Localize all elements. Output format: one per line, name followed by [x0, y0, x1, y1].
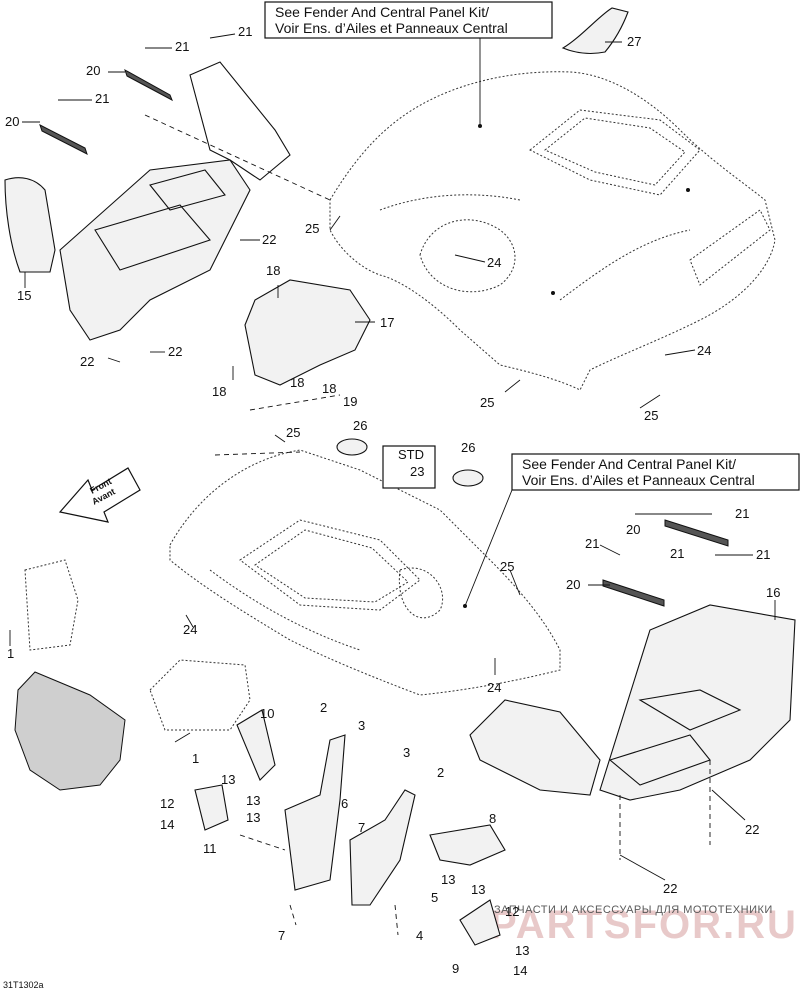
callout-20: 20: [566, 577, 580, 592]
callout-13: 13: [471, 882, 485, 897]
std-label: STD: [398, 447, 424, 462]
callout-21: 21: [238, 24, 252, 39]
callout-21: 21: [735, 506, 749, 521]
callout-21: 21: [585, 536, 599, 551]
seat-cushion-part: [561, 7, 629, 54]
rack-bracket-part: [244, 279, 371, 386]
kit-note-bottom-line1: See Fender And Central Panel Kit/: [522, 456, 736, 472]
callout-18: 18: [290, 375, 304, 390]
callout-1: 1: [192, 751, 199, 766]
cap-26-right: [452, 469, 484, 487]
rear-fender-outline: [329, 71, 776, 391]
front-support-brackets: [194, 709, 506, 946]
callout-12: 12: [160, 796, 174, 811]
callout-26: 26: [461, 440, 475, 455]
callout-27: 27: [627, 34, 641, 49]
callout-18: 18: [212, 384, 226, 399]
right-footrest-assembly: [469, 519, 796, 801]
callout-20: 20: [86, 63, 100, 78]
cap-26-left: [336, 438, 368, 456]
kit-note-bottom: See Fender And Central Panel Kit/ Voir E…: [464, 453, 800, 607]
callout-25: 25: [644, 408, 658, 423]
callout-13: 13: [441, 872, 455, 887]
callout-18: 18: [266, 263, 280, 278]
callout-1: 1: [7, 646, 14, 661]
callout-22: 22: [168, 344, 182, 359]
callout-14: 14: [160, 817, 174, 832]
callout-10: 10: [260, 706, 274, 721]
leader-lines: [9, 33, 776, 936]
callout-13: 13: [246, 793, 260, 808]
callout-8: 8: [489, 811, 496, 826]
callout-13: 13: [515, 943, 529, 958]
callout-14: 14: [513, 963, 527, 978]
callout-22: 22: [262, 232, 276, 247]
front-fender-outline: [169, 449, 561, 696]
callout-15: 15: [17, 288, 31, 303]
callout-24: 24: [487, 680, 501, 695]
callout-23: 23: [410, 464, 424, 479]
callout-2: 2: [320, 700, 327, 715]
callout-9: 9: [452, 961, 459, 976]
callout-25: 25: [286, 425, 300, 440]
callout-11: 11: [203, 841, 217, 856]
watermark: PARTSFOR.RU ЗАПЧАСТИ И АКСЕССУАРЫ ДЛЯ МО…: [490, 903, 798, 947]
callout-22: 22: [745, 822, 759, 837]
callout-17: 17: [380, 315, 394, 330]
callout-22: 22: [663, 881, 677, 896]
callout-21: 21: [670, 546, 684, 561]
callout-6: 6: [341, 796, 348, 811]
callout-24: 24: [183, 622, 197, 637]
callout-18: 18: [322, 381, 336, 396]
callout-21: 21: [95, 91, 109, 106]
std-box: STD: [382, 445, 436, 489]
callout-21: 21: [756, 547, 770, 562]
callout-4: 4: [416, 928, 423, 943]
callout-20: 20: [5, 114, 19, 129]
watermark-tagline: ЗАПЧАСТИ И АКСЕССУАРЫ ДЛЯ МОТОТЕХНИКИ: [494, 904, 773, 916]
kit-note-top-line1: See Fender And Central Panel Kit/: [275, 4, 489, 20]
left-footrest-assembly: [4, 61, 291, 341]
watermark-brand: PARTSFOR.RU: [490, 903, 798, 947]
callout-3: 3: [403, 745, 410, 760]
callout-13: 13: [246, 810, 260, 825]
callout-24: 24: [697, 343, 711, 358]
front-grille-assembly: [14, 559, 251, 791]
callout-25: 25: [305, 221, 319, 236]
kit-note-top: See Fender And Central Panel Kit/ Voir E…: [264, 1, 553, 126]
callout-12: 12: [505, 904, 519, 919]
callout-3: 3: [358, 718, 365, 733]
diagram-code: 31T1302a: [3, 980, 44, 990]
callout-24: 24: [487, 255, 501, 270]
kit-note-top-line2: Voir Ens. d’Ailes et Panneaux Central: [275, 20, 508, 36]
callout-labels: 21 21 21 20 20 27 15 22 22 22 25 24 18 1…: [5, 24, 780, 978]
kit-note-bottom-line2: Voir Ens. d’Ailes et Panneaux Central: [522, 472, 755, 488]
callout-16: 16: [766, 585, 780, 600]
callout-25: 25: [500, 559, 514, 574]
callout-13: 13: [221, 772, 235, 787]
callout-7: 7: [358, 820, 365, 835]
callout-21: 21: [175, 39, 189, 54]
callout-19: 19: [343, 394, 357, 409]
callout-5: 5: [431, 890, 438, 905]
callout-2: 2: [437, 765, 444, 780]
callout-7: 7: [278, 928, 285, 943]
callout-20: 20: [626, 522, 640, 537]
callout-26: 26: [353, 418, 367, 433]
callout-25: 25: [480, 395, 494, 410]
front-direction-arrow: Front Avant: [58, 467, 141, 523]
callout-22: 22: [80, 354, 94, 369]
